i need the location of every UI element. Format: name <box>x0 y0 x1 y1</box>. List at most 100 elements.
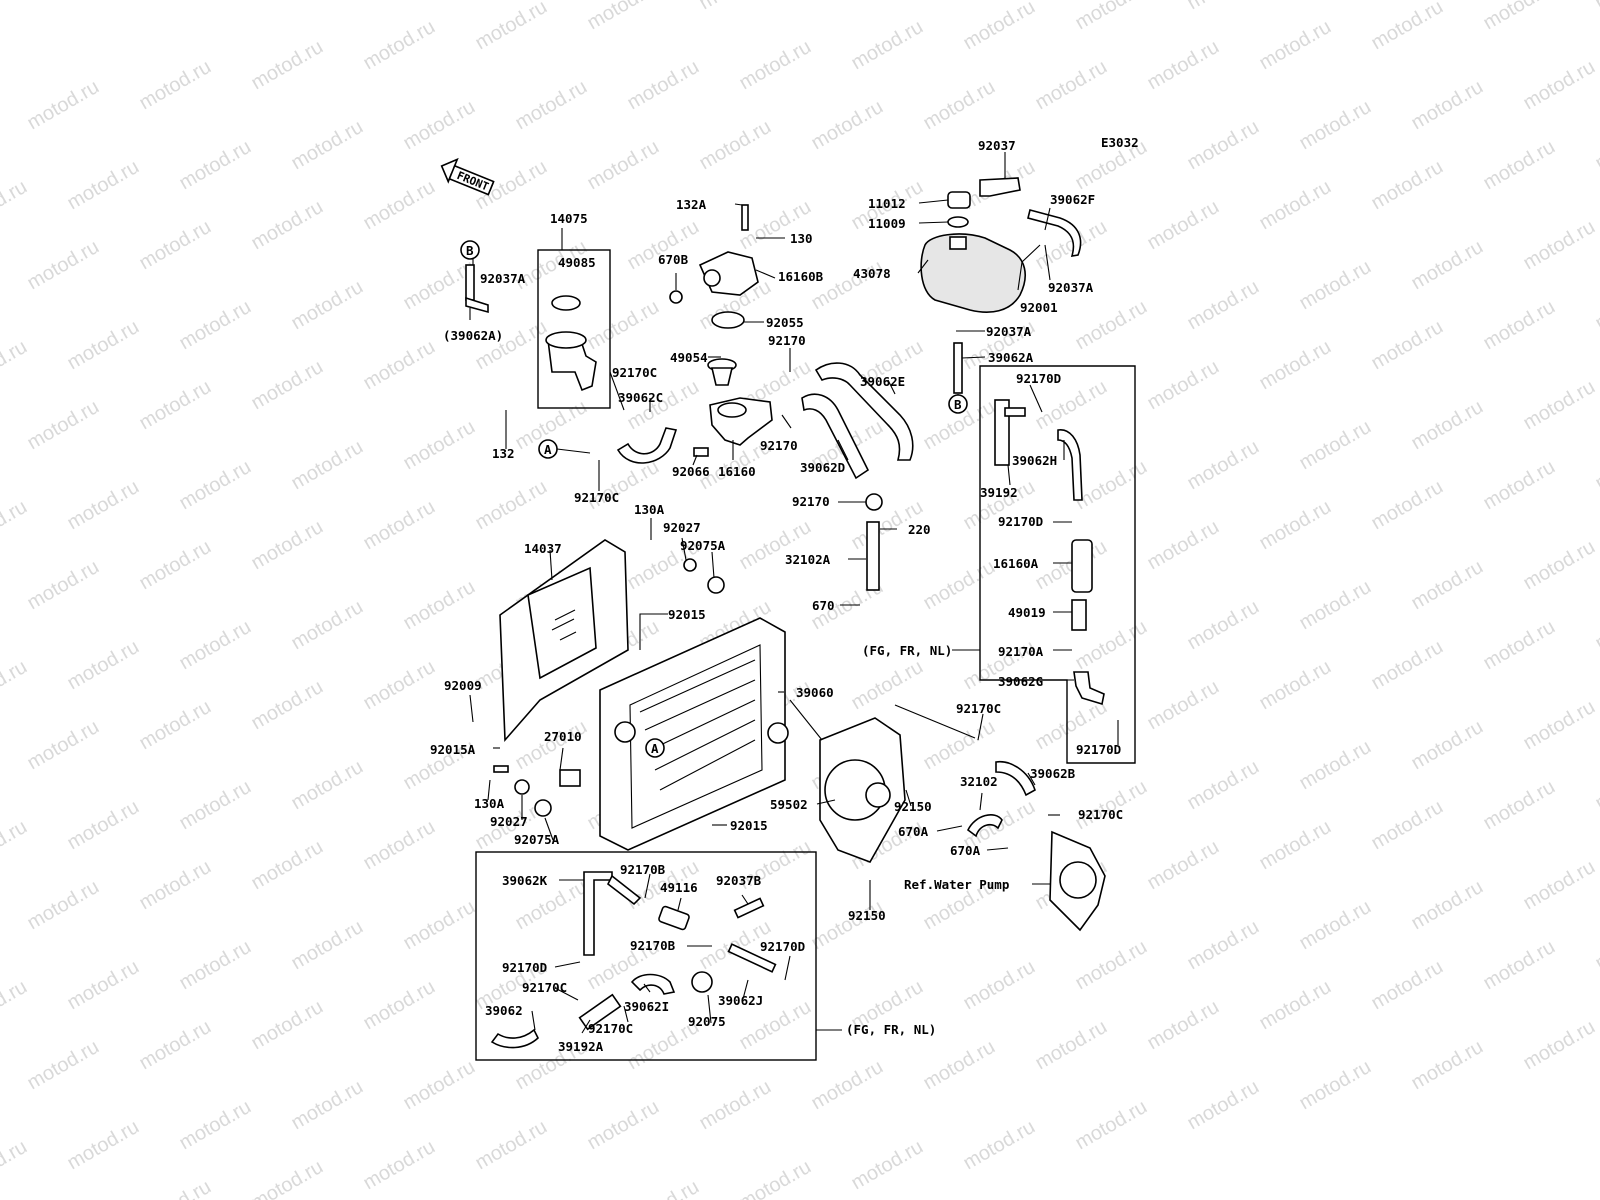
part-label-92027-2: 92027 <box>490 814 528 829</box>
watermark-text: motod.ru <box>1184 0 1263 14</box>
fitting-39192 <box>994 399 1026 466</box>
hose-39062d <box>801 393 870 480</box>
bracket-92037 <box>979 177 1021 197</box>
part-label-92170c-3: 92170C <box>956 701 1001 716</box>
watermark-text: motod.ru <box>288 756 367 815</box>
watermark-text: motod.ru <box>176 296 255 355</box>
part-label-92150-1: 92150 <box>894 799 932 814</box>
watermark-text: motod.ru <box>176 776 255 835</box>
watermark-text: motod.ru <box>1184 596 1263 655</box>
part-label-92037b: 92037B <box>716 873 762 888</box>
hose-39062a-right <box>953 342 963 394</box>
watermark-text: motod.ru <box>848 1136 927 1195</box>
watermark-text: motod.ru <box>624 376 703 435</box>
watermark-text: motod.ru <box>248 196 327 255</box>
watermark-text: motod.ru <box>288 596 367 655</box>
part-label-39062: 39062 <box>485 1003 523 1018</box>
watermark-text: motod.ru <box>1072 456 1151 515</box>
part-label-39062j: 39062J <box>718 993 763 1008</box>
hose-39062f <box>1027 209 1082 257</box>
watermark-text: motod.ru <box>584 1096 663 1155</box>
watermark-text: motod.ru <box>1520 536 1599 595</box>
grommet-92075a-top <box>707 576 725 594</box>
watermark-text: motod.ru <box>136 1176 215 1200</box>
part-label-39062h: 39062H <box>1012 453 1057 468</box>
part-label-92170-1: 92170 <box>768 333 806 348</box>
part-label-92170d-2: 92170D <box>998 514 1043 529</box>
hose-39062c <box>616 427 678 464</box>
watermark-text: motod.ru <box>1592 596 1600 655</box>
part-label-16160: 16160 <box>718 464 756 479</box>
part-label-92075a-1: 92075A <box>680 538 726 553</box>
watermark-text: motod.ru <box>1296 416 1375 475</box>
marker-a-radiator: A <box>645 738 665 758</box>
watermark-text: motod.ru <box>624 1176 703 1200</box>
part-label-49054: 49054 <box>670 350 708 365</box>
oring-92055 <box>711 311 745 329</box>
watermark-text: motod.ru <box>1296 576 1375 635</box>
part-label-220: 220 <box>908 522 931 537</box>
watermark-text: motod.ru <box>136 536 215 595</box>
part-label-92027-1: 92027 <box>663 520 701 535</box>
watermark-text: motod.ru <box>1480 776 1559 835</box>
watermark-text: motod.ru <box>400 896 479 955</box>
watermark-text: motod.ru <box>1592 436 1600 495</box>
part-label-92037a-2: 92037A <box>986 324 1032 339</box>
fan-switch-27010 <box>559 769 581 787</box>
strap-92037b <box>733 897 765 919</box>
watermark-text: motod.ru <box>472 0 551 54</box>
watermark-text: motod.ru <box>1368 0 1447 54</box>
watermark-text: motod.ru <box>1408 236 1487 295</box>
filter-49116 <box>658 905 690 931</box>
watermark-text: motod.ru <box>64 636 143 695</box>
watermark-text: motod.ru <box>584 136 663 195</box>
watermark-text: motod.ru <box>1592 756 1600 815</box>
watermark-text: motod.ru <box>472 1116 551 1175</box>
watermark-text: motod.ru <box>360 16 439 75</box>
water-pump <box>819 717 906 863</box>
watermark-text: motod.ru <box>176 136 255 195</box>
part-label-39062a-l: (39062A) <box>443 328 503 343</box>
watermark-text: motod.ru <box>0 496 31 555</box>
watermark-text: motod.ru <box>1480 616 1559 675</box>
watermark-text: motod.ru <box>1072 936 1151 995</box>
watermark-text: motod.ru <box>0 336 31 395</box>
watermark-text: motod.ru <box>288 116 367 175</box>
marker-b-right: B <box>948 394 968 414</box>
watermark-text: motod.ru <box>1368 636 1447 695</box>
watermark-text: motod.ru <box>288 916 367 975</box>
watermark-text: motod.ru <box>624 56 703 115</box>
hose-39062 <box>490 1028 539 1049</box>
watermark-text: motod.ru <box>1256 336 1335 395</box>
watermark-text: motod.ru <box>1592 116 1600 175</box>
part-label-39062f: 39062F <box>1050 192 1095 207</box>
watermark-text: motod.ru <box>1408 1036 1487 1095</box>
watermark-text: motod.ru <box>136 376 215 435</box>
radiator <box>599 617 789 851</box>
part-labels: 9203711012110094307839062F92037A92001920… <box>430 138 1123 1054</box>
watermark-text: motod.ru <box>24 1036 103 1095</box>
part-label-39062d: 39062D <box>800 460 845 475</box>
watermark-text: motod.ru <box>808 1056 887 1115</box>
watermark-text: motod.ru <box>136 1016 215 1075</box>
part-label-92170b-1: 92170B <box>620 862 666 877</box>
watermark-text: motod.ru <box>696 1076 775 1135</box>
part-label-92150-2: 92150 <box>848 908 886 923</box>
watermark-text: motod.ru <box>1368 796 1447 855</box>
watermark-text: motod.ru <box>360 336 439 395</box>
watermark-text: motod.ru <box>1144 36 1223 95</box>
part-label-130a-2: 130A <box>474 796 505 811</box>
part-label-92170c-4: 92170C <box>1078 807 1123 822</box>
watermark-text: motod.ru <box>848 656 927 715</box>
watermark-text: motod.ru <box>1256 496 1335 555</box>
watermark-text: motod.ru <box>176 456 255 515</box>
part-label-16160a: 16160A <box>993 556 1039 571</box>
watermark-text: motod.ru <box>136 856 215 915</box>
part-label-92055: 92055 <box>766 315 804 330</box>
filter-16160a <box>1071 539 1093 593</box>
watermark-text: motod.ru <box>64 316 143 375</box>
part-label-670: 670 <box>812 598 835 613</box>
watermark-text: motod.ru <box>920 556 999 615</box>
watermark-text: motod.ru <box>136 696 215 755</box>
hose-39062b <box>995 761 1036 797</box>
